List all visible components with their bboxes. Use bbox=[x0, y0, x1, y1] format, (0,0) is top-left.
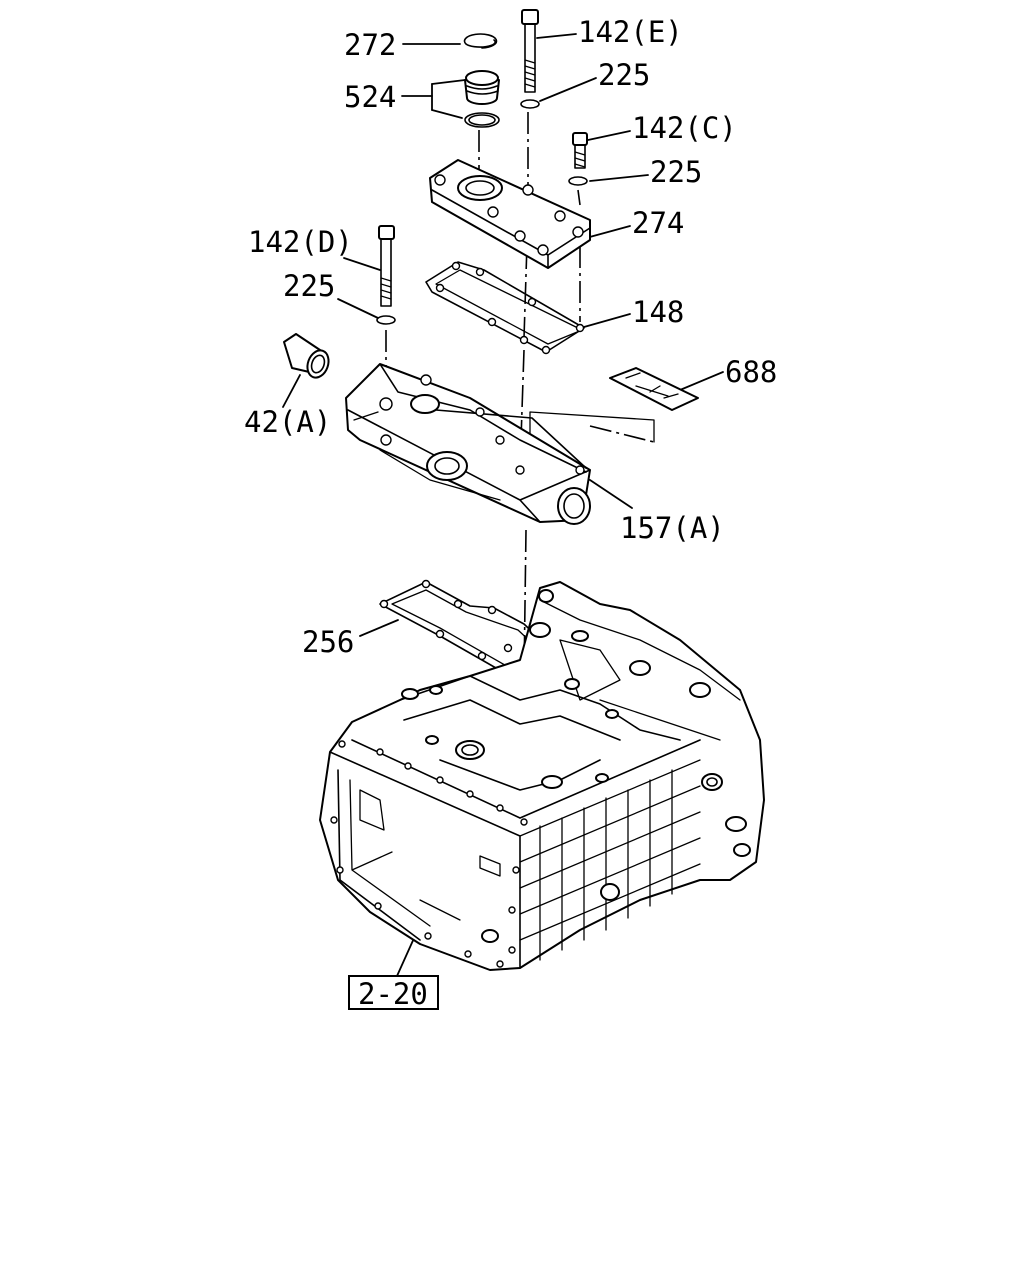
transmission-case bbox=[319, 581, 765, 971]
callout-688: 688 bbox=[725, 355, 777, 389]
washer-225-right bbox=[568, 176, 588, 186]
leader-lines bbox=[282, 33, 724, 977]
callout-256: 256 bbox=[302, 625, 354, 659]
callout-42a: 42(A) bbox=[244, 405, 331, 439]
bushing-42a bbox=[283, 333, 330, 379]
gasket-148 bbox=[425, 261, 585, 355]
washer-225-left bbox=[376, 315, 396, 325]
cover-274 bbox=[429, 159, 591, 269]
washer-225-top bbox=[520, 99, 540, 109]
housing-157a bbox=[345, 363, 591, 525]
callout-157a: 157(A) bbox=[620, 511, 725, 545]
reference-label: 2-20 bbox=[358, 977, 428, 1011]
callout-142e: 142(E) bbox=[578, 15, 683, 49]
plug-524 bbox=[464, 70, 500, 128]
callout-274: 274 bbox=[632, 206, 684, 240]
callout-148: 148 bbox=[632, 295, 684, 329]
callout-225-left: 225 bbox=[283, 269, 335, 303]
callout-labels: 272 524 142(E) 225 142(C) 225 274 142(D)… bbox=[244, 15, 777, 1011]
bolt-142e bbox=[521, 9, 539, 93]
plate-688 bbox=[609, 367, 699, 411]
snap-ring-272 bbox=[463, 33, 498, 49]
callout-142c: 142(C) bbox=[632, 111, 737, 145]
callout-142d: 142(D) bbox=[248, 225, 353, 259]
callout-225-right: 225 bbox=[650, 155, 702, 189]
callout-225-top: 225 bbox=[598, 58, 650, 92]
callout-524: 524 bbox=[344, 80, 396, 114]
callout-272: 272 bbox=[344, 28, 396, 62]
bolt-142d bbox=[378, 225, 395, 307]
reference-box bbox=[348, 975, 439, 1010]
bolt-142c bbox=[572, 132, 588, 169]
